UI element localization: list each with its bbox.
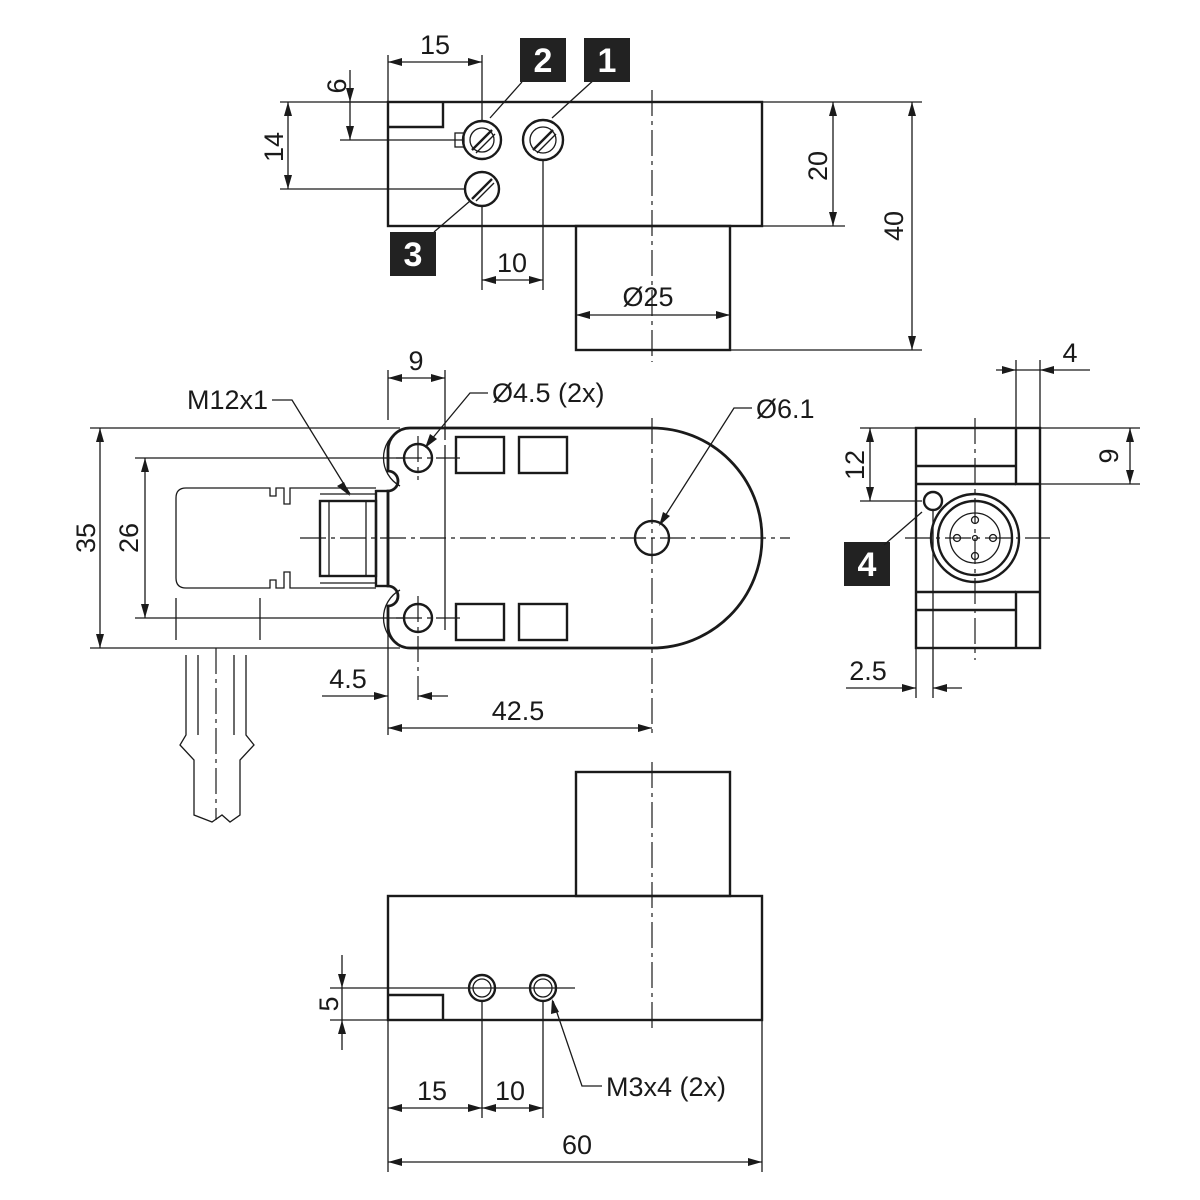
dim-mid-35 <box>90 427 400 649</box>
svg-text:2: 2 <box>534 42 553 80</box>
label-bot-10: 10 <box>495 1076 525 1106</box>
top-barrel-outline <box>574 224 732 352</box>
label-top-20: 20 <box>803 151 833 181</box>
label-mid-35: 35 <box>71 523 101 553</box>
bottom-body-outline <box>386 894 764 1022</box>
connector-face-outer <box>929 492 1021 584</box>
pin-1 <box>970 515 980 525</box>
dim-mid-45 <box>322 626 448 735</box>
label-top-14: 14 <box>259 132 289 162</box>
label-side-25: 2.5 <box>849 656 887 686</box>
dim-top-14 <box>280 101 465 190</box>
leader-badge-1 <box>551 77 597 119</box>
dim-bot-5 <box>330 955 575 1050</box>
label-mid-m12: M12x1 <box>187 385 268 415</box>
leader-badge-4 <box>883 511 923 546</box>
label-side-9: 9 <box>1094 448 1124 463</box>
pin-2 <box>988 533 998 543</box>
screw-3 <box>463 170 501 208</box>
label-top-dia25: Ø25 <box>622 282 673 312</box>
side-view: 4 12 9 2.5 <box>840 338 1140 698</box>
label-bot-m3: M3x4 (2x) <box>606 1072 726 1102</box>
label-bot-5: 5 <box>314 996 344 1011</box>
label-side-4: 4 <box>1062 338 1077 368</box>
cable-phantom <box>179 655 255 823</box>
label-mid-45: 4.5 <box>329 664 367 694</box>
pin-center <box>971 534 979 542</box>
leader-badge-2 <box>489 81 523 119</box>
dim-top-20 <box>762 101 845 227</box>
svg-text:1: 1 <box>598 42 617 80</box>
dim-top-40 <box>730 101 922 351</box>
window-2 <box>517 435 569 475</box>
bottom-notch <box>388 993 445 1020</box>
top-view: 15 6 14 20 <box>259 30 922 362</box>
dim-bot-60 <box>388 1020 763 1172</box>
window-1 <box>454 435 506 475</box>
leader-badge-3 <box>433 200 471 233</box>
window-4 <box>517 602 569 642</box>
pin-3 <box>970 551 980 561</box>
label-top-40: 40 <box>879 211 909 241</box>
badge-4: 4 <box>844 542 890 586</box>
dim-top-10 <box>481 160 544 290</box>
label-mid-26: 26 <box>114 523 144 553</box>
svg-text:4: 4 <box>858 546 877 584</box>
leader-m3 <box>552 1000 602 1087</box>
label-mid-425: 42.5 <box>492 696 545 726</box>
top-notch <box>388 102 445 129</box>
dim-mid-26 <box>135 457 405 619</box>
led-indicator <box>922 490 944 512</box>
leader-dia45 <box>425 392 488 447</box>
svg-text:3: 3 <box>404 236 423 274</box>
dim-top-6 <box>340 70 463 141</box>
label-bot-60: 60 <box>562 1130 592 1160</box>
dim-side-12 <box>860 427 922 502</box>
label-bot-15: 15 <box>417 1076 447 1106</box>
connector-thread <box>318 499 378 578</box>
leader-dia61 <box>659 407 752 525</box>
dim-side-9 <box>1040 427 1140 485</box>
badge-2: 2 <box>520 38 566 82</box>
badge-1: 1 <box>584 38 630 82</box>
label-side-12: 12 <box>840 450 870 480</box>
connector-face-ring <box>936 499 1014 577</box>
label-mid-dia45: Ø4.5 (2x) <box>492 378 605 408</box>
dim-bot-15-10 <box>387 1001 544 1172</box>
dim-side-25 <box>846 510 962 698</box>
dim-top-dia25 <box>576 311 730 319</box>
bottom-barrel-outline <box>574 770 732 898</box>
bottom-view: 5 M3x4 (2x) 15 10 60 <box>314 762 764 1172</box>
dim-mid-425 <box>388 724 652 732</box>
label-top-6: 6 <box>322 78 352 93</box>
badge-3: 3 <box>390 232 436 276</box>
middle-view: 9 M12x1 Ø4.5 (2x) Ø6.1 35 26 <box>71 346 815 823</box>
leader-m12 <box>272 399 351 495</box>
dim-side-4 <box>996 360 1090 428</box>
label-top-10: 10 <box>497 248 527 278</box>
screw-1 <box>521 118 565 162</box>
window-3 <box>454 602 506 642</box>
pin-4 <box>952 533 962 543</box>
label-mid-dia61: Ø6.1 <box>756 394 815 424</box>
label-top-15: 15 <box>420 30 450 60</box>
dim-mid-9 <box>387 370 446 440</box>
cable-connector-phantom <box>175 487 376 589</box>
label-mid-9: 9 <box>408 346 423 376</box>
dim-top-15 <box>387 55 483 121</box>
